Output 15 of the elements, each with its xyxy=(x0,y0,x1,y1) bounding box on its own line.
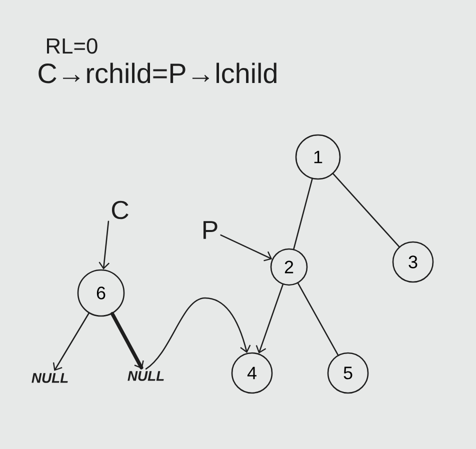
arrow xyxy=(220,234,272,262)
tree-edge xyxy=(293,178,313,250)
tree-edge xyxy=(297,282,339,356)
pointer-label: C xyxy=(112,200,128,220)
arrow xyxy=(98,220,110,270)
tree-edge xyxy=(332,173,400,248)
arrow xyxy=(145,297,251,370)
null-label: NULL xyxy=(128,371,164,381)
pointer-label: P xyxy=(204,221,218,239)
arrow xyxy=(110,312,144,370)
arrow xyxy=(52,312,90,371)
null-label: NULL xyxy=(32,373,68,383)
note-text: RL=0 xyxy=(47,38,98,54)
arrow xyxy=(256,284,284,354)
note-text: C→rchild=P→lchild xyxy=(38,62,276,84)
